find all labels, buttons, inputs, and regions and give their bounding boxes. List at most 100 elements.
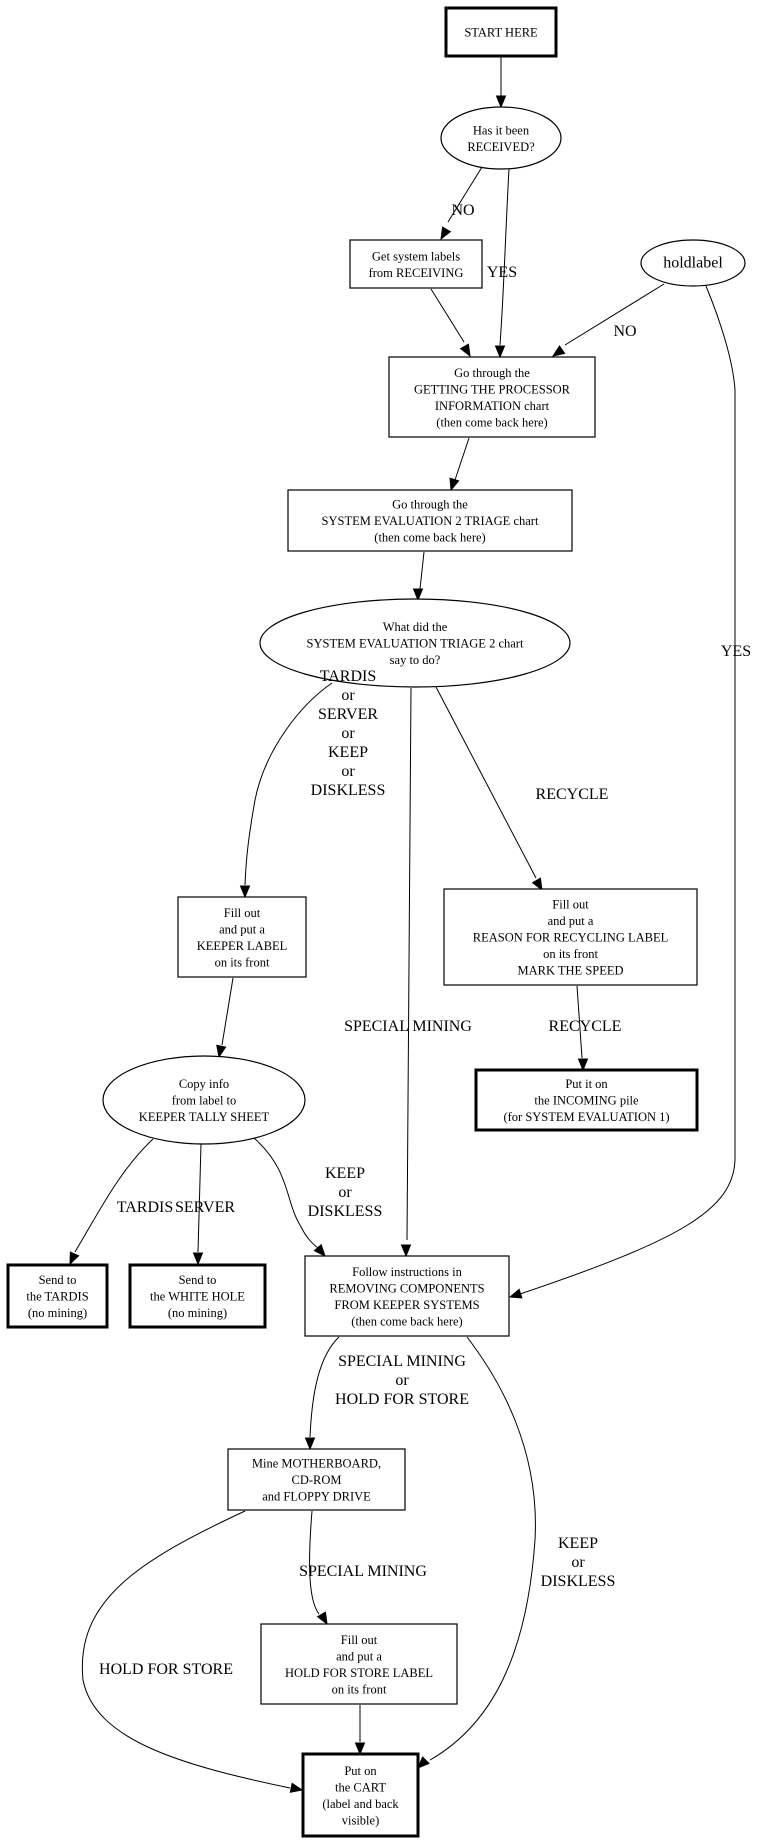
edge-label: YES: [487, 264, 517, 281]
edge-line: [309, 1336, 340, 1438]
edge-processor-to-triage: [449, 437, 470, 492]
arrowhead-icon: [551, 345, 566, 357]
edge-label-line: or: [341, 687, 355, 704]
edge-label-line: YES: [721, 643, 751, 660]
edge-line: [435, 686, 537, 879]
node-label-line: Get system labels: [372, 249, 460, 263]
box-shape: [227, 1448, 406, 1511]
edge-line: [576, 985, 583, 1059]
edge-line: [499, 168, 510, 346]
node-label-line: Follow instructions in: [352, 1265, 462, 1279]
node-removing[interactable]: Follow instructions in REMOVING COMPONENT…: [304, 1255, 510, 1337]
edge-copy_info-to-white_hole: [192, 1143, 204, 1266]
box-shape: [287, 489, 573, 552]
arrowhead-icon: [440, 226, 452, 241]
edge-recycling_label-to-incoming: [576, 985, 589, 1072]
node-label-line: Put it on: [565, 1077, 608, 1091]
edge-keeper_label-to-copy_info: [216, 977, 234, 1059]
node-label-line: (for SYSTEM EVALUATION 1): [503, 1110, 669, 1124]
edge-label-line: NO: [451, 202, 474, 219]
arrowhead-icon: [400, 1244, 412, 1258]
arrowhead-icon: [313, 1243, 326, 1257]
box-shape: [128, 1263, 267, 1329]
edge-label-line: DISKLESS: [541, 1573, 616, 1590]
node-label-line: Send to: [179, 1273, 217, 1287]
edge-received-to-processor: [494, 168, 510, 359]
node-label-line: on its front: [215, 955, 270, 969]
edge-label-line: SPECIAL MINING: [338, 1353, 466, 1370]
arrowhead-icon: [354, 1742, 366, 1756]
node-label-line: and put a: [548, 914, 594, 928]
edge-label: SERVER: [175, 1199, 235, 1216]
arrowhead-icon: [417, 1756, 430, 1769]
node-label-line: REMOVING COMPONENTS: [329, 1281, 484, 1295]
edge-line: [309, 1510, 320, 1615]
edge-line: [197, 1143, 202, 1253]
box-shape: [474, 1068, 699, 1132]
ellipse-shape: [440, 106, 562, 170]
node-holdlabel[interactable]: holdlabel: [640, 239, 746, 287]
edge-line: [447, 166, 483, 223]
ellipse-shape: [640, 239, 746, 287]
box-shape: [177, 896, 307, 978]
node-label-line: REASON FOR RECYCLING LABEL: [473, 931, 669, 945]
edge-line: [221, 977, 234, 1046]
edge-label-line: KEEP: [325, 1165, 365, 1182]
edge-removing-to-mine: [304, 1336, 340, 1451]
box-shape: [260, 1623, 458, 1705]
node-label-line: START HERE: [464, 26, 538, 40]
edge-label: TARDIS: [117, 1199, 174, 1216]
node-label-line: the CART: [335, 1780, 386, 1794]
edge-label-line: TARDIS: [320, 668, 377, 685]
node-label-line: (no mining): [168, 1306, 227, 1320]
edges-layer: [69, 57, 736, 1793]
edge-label: RECYCLE: [549, 1018, 622, 1035]
node-label-line: holdlabel: [663, 255, 723, 272]
node-label-line: SYSTEM EVALUATION 2 TRIAGE chart: [322, 514, 539, 528]
edge-label-line: DISKLESS: [311, 782, 386, 799]
edge-label: RECYCLE: [536, 786, 609, 803]
edge-label-line: HOLD FOR STORE: [99, 1661, 233, 1678]
box-shape: [6, 1263, 109, 1329]
arrowhead-icon: [289, 1782, 304, 1793]
node-label-line: Send to: [39, 1273, 77, 1287]
node-label-line: INFORMATION chart: [435, 399, 550, 413]
arrowhead-icon: [69, 1251, 80, 1266]
arrowhead-icon: [459, 343, 471, 358]
edge-label: SPECIAL MINING: [299, 1563, 427, 1580]
node-label-line: RECEIVED?: [467, 140, 535, 154]
node-label-line: MARK THE SPEED: [517, 964, 623, 978]
edge-label-line: or: [338, 1184, 352, 1201]
arrowhead-icon: [316, 1611, 328, 1626]
arrowhead-icon: [531, 877, 543, 892]
node-label-line: SYSTEM EVALUATION TRIAGE 2 chart: [307, 637, 524, 651]
arrowhead-icon: [449, 477, 460, 492]
node-start[interactable]: START HERE: [444, 6, 558, 58]
edge-label: NO: [451, 202, 474, 219]
edge-label: HOLD FOR STORE: [99, 1661, 233, 1678]
